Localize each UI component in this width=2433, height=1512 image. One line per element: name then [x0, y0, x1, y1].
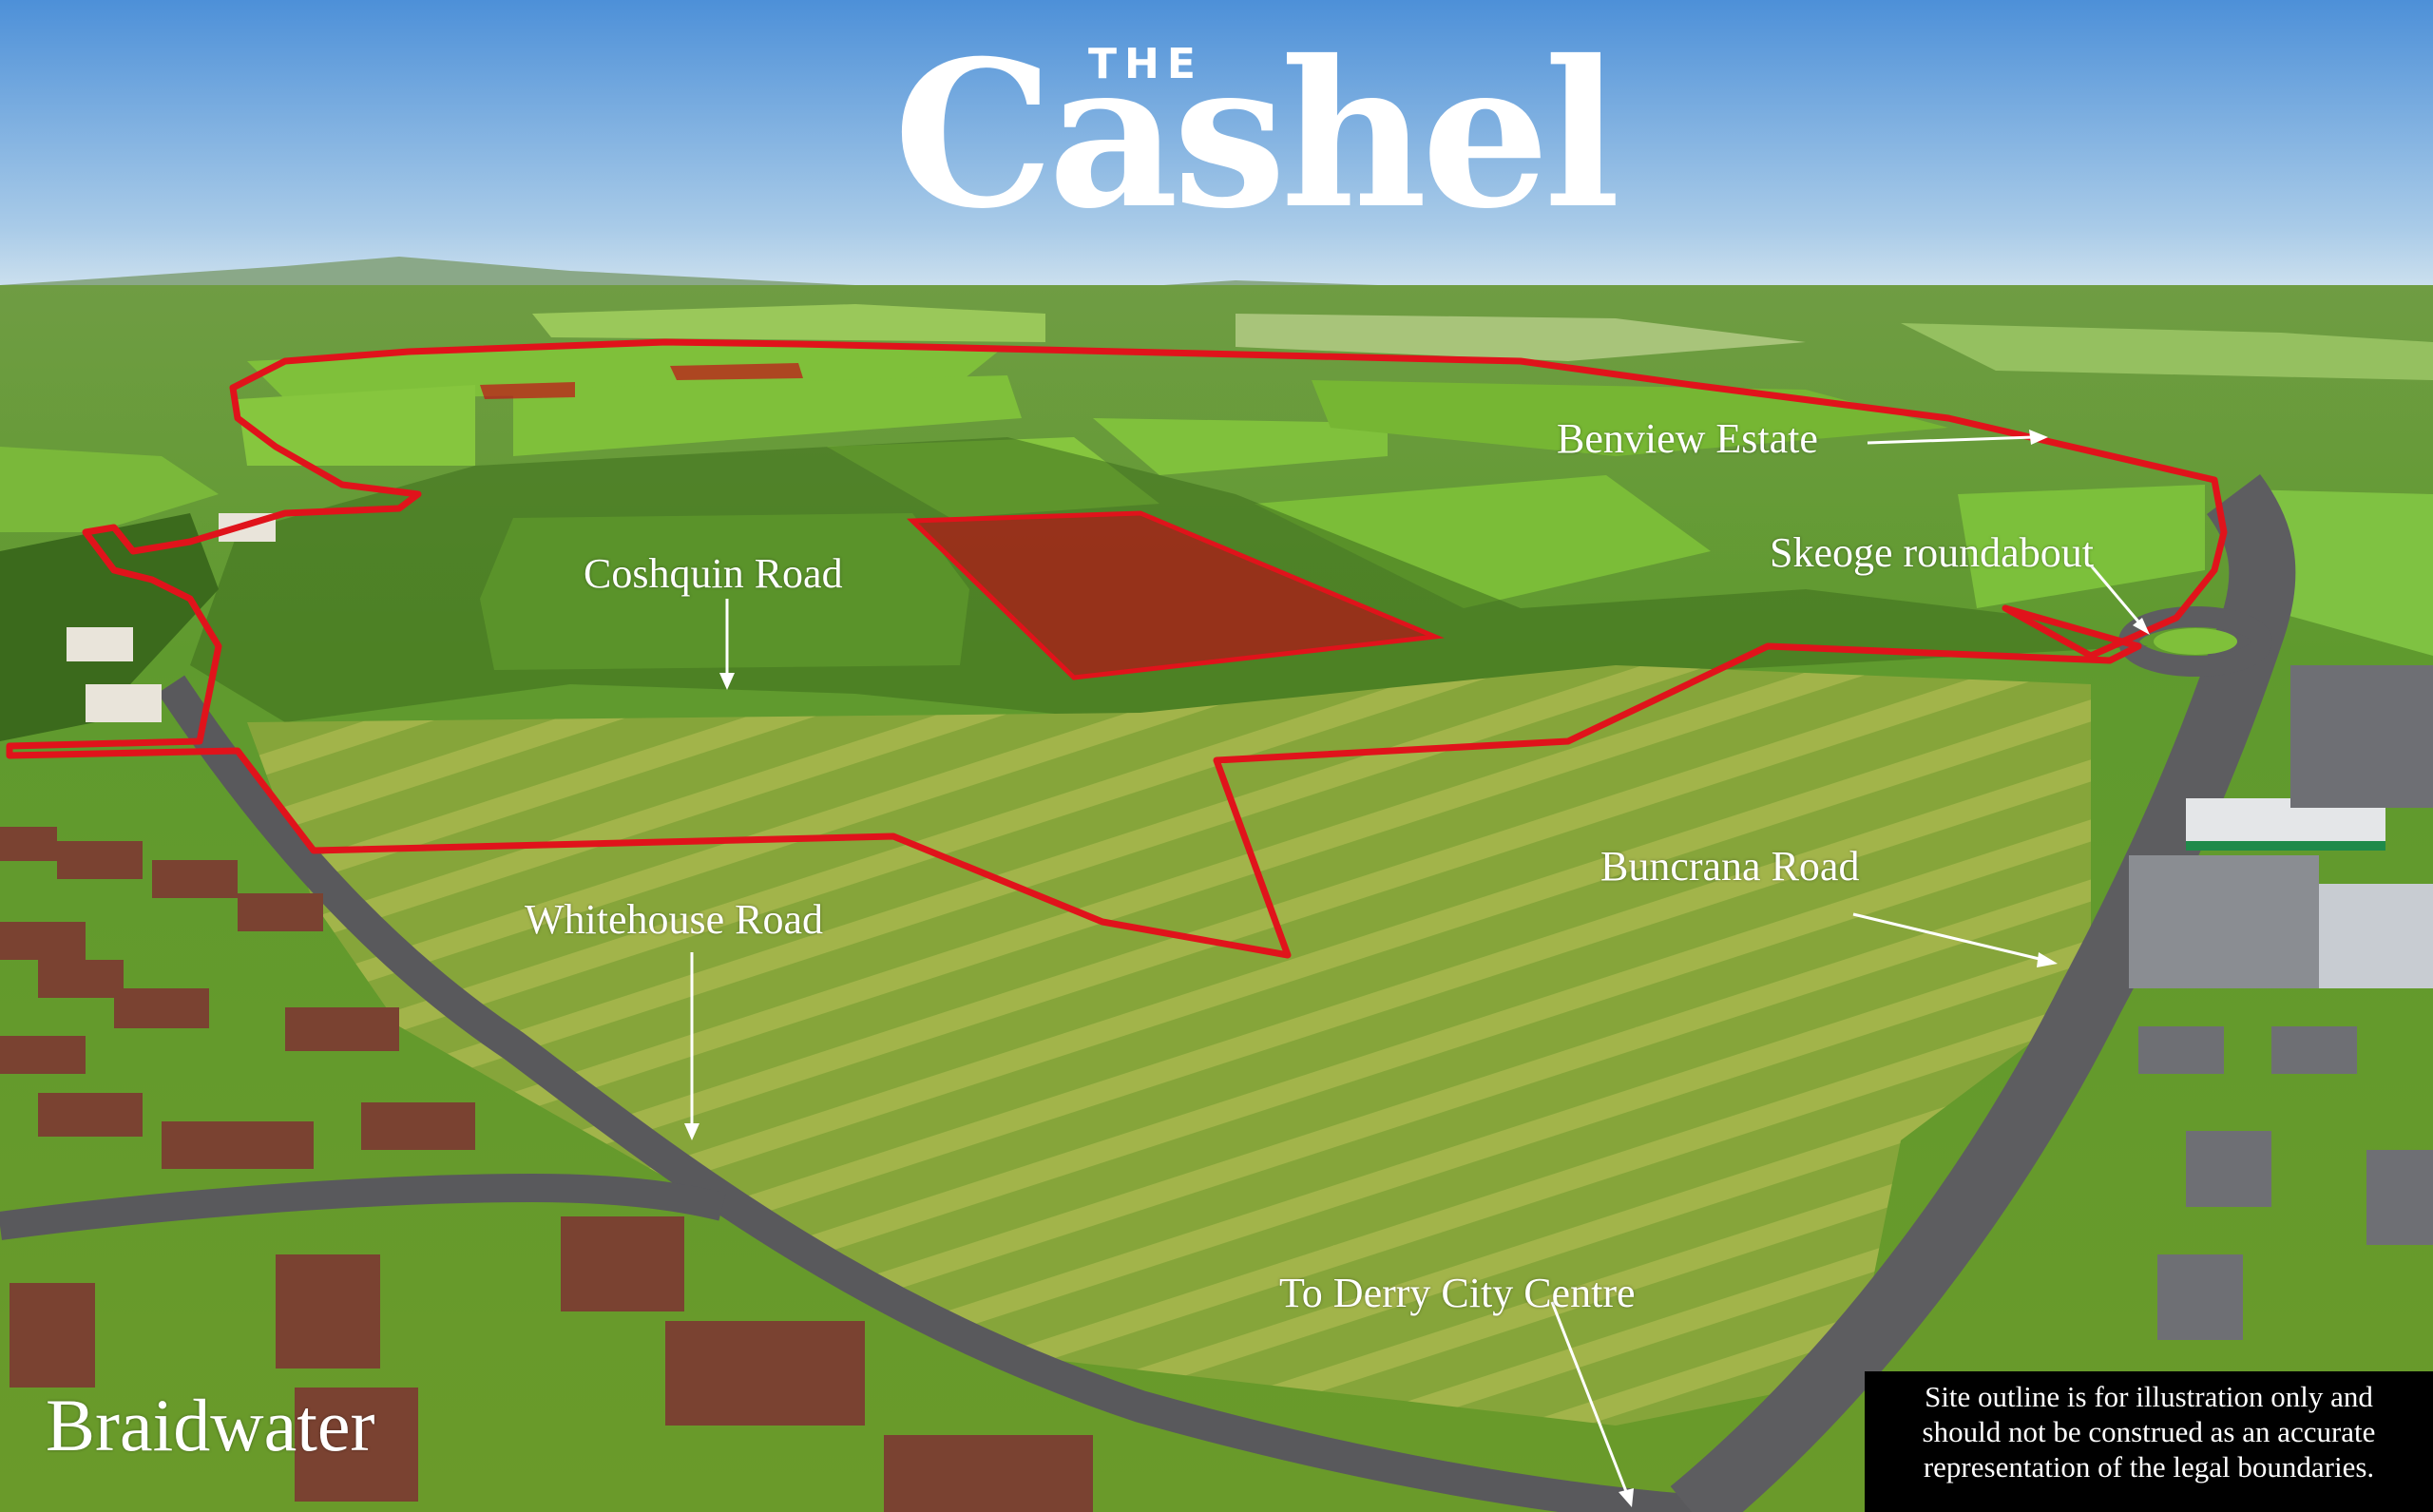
disclaimer-line: should not be construed as an accurate [1922, 1415, 2376, 1449]
logo-prefix: THE [1088, 40, 1203, 88]
retail-fascia [2186, 841, 2385, 851]
far-field [1901, 323, 2433, 380]
field [238, 385, 475, 466]
field [1958, 485, 2205, 608]
housing-estate [0, 827, 1093, 1512]
scrub-grassland [247, 665, 2091, 1426]
highlighted-parcel [480, 382, 575, 399]
disclaimer-line: representation of the legal boundaries. [1923, 1450, 2375, 1484]
highlighted-parcel [670, 363, 803, 380]
side-road [0, 1173, 726, 1240]
sky [0, 0, 2433, 304]
retail-building [2319, 884, 2433, 988]
disclaimer-box: Site outline is for illustration only an… [1865, 1371, 2433, 1512]
field [0, 447, 219, 532]
buncrana-road [1670, 474, 2296, 1512]
site-outline [6, 338, 2228, 959]
roundabout-island [2154, 628, 2237, 655]
field [1093, 418, 1388, 475]
whitehouse-road [157, 675, 1713, 1512]
label-benview-estate: Benview Estate [1557, 415, 1818, 462]
parcel-outline [907, 510, 1445, 680]
housing-roofs-grey [2138, 665, 2433, 1340]
label-arrows [684, 430, 2150, 1507]
field [513, 375, 1022, 456]
logo-wordmark: Cashel [893, 16, 1620, 253]
label-skeoge-roundabout: Skeoge roundabout [1770, 529, 2094, 576]
disclaimer-line: Site outline is for illustration only an… [1925, 1380, 2373, 1413]
far-field [1236, 314, 1806, 361]
car-park [2129, 855, 2319, 988]
label-whitehouse-road: Whitehouse Road [525, 896, 824, 943]
label-coshquin-road: Coshquin Road [584, 550, 843, 597]
label-to-derry-city-centre: To Derry City Centre [1279, 1270, 1636, 1316]
field [1255, 475, 1711, 608]
highlighted-parcel-woodland [912, 513, 1435, 678]
far-field [532, 304, 1045, 342]
braidwater-logo: Braidwater [46, 1384, 375, 1466]
label-buncrana-road: Buncrana Road [1600, 843, 1860, 890]
